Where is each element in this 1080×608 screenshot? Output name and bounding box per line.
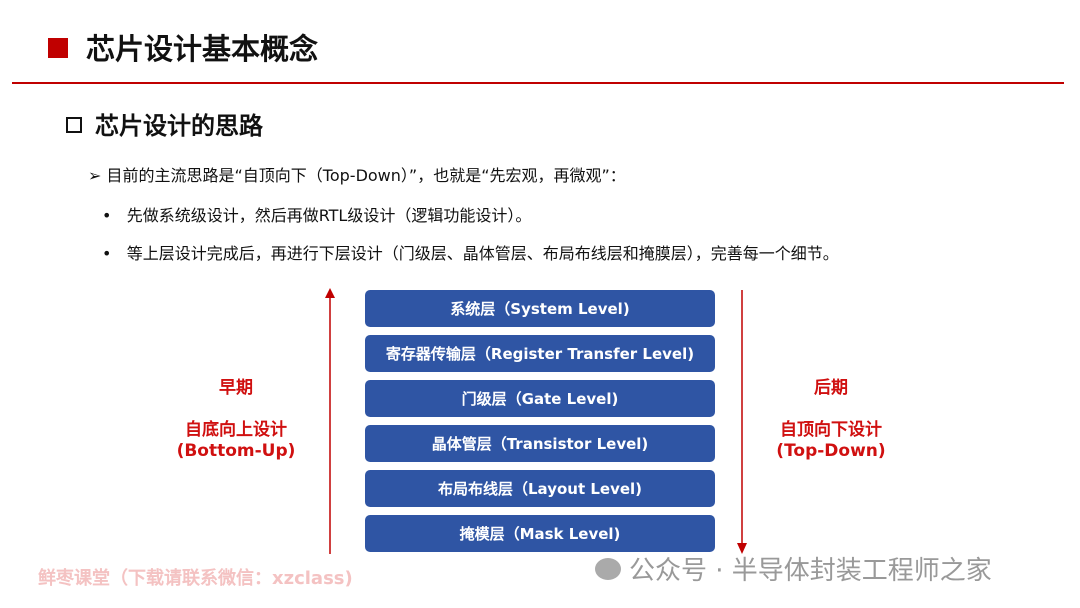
down-arrow-icon	[737, 290, 747, 554]
level-block: 布局布线层（Layout Level)	[365, 470, 715, 507]
level-block: 掩模层（Mask Level)	[365, 515, 715, 552]
left-period: 早期	[219, 378, 253, 398]
right-approach-en: (Top-Down)	[776, 441, 886, 461]
bullet-item: • 等上层设计完成后，再进行下层设计（门级层、晶体管层、布局布线层和掩膜层），完…	[102, 244, 839, 263]
subtitle-marker	[66, 117, 82, 133]
up-arrow-icon	[325, 288, 335, 554]
watermark-right-text: 公众号 · 半导体封装工程师之家	[629, 556, 992, 586]
bullet-text: 等上层设计完成后，再进行下层设计（门级层、晶体管层、布局布线层和掩膜层），完善每…	[126, 244, 839, 263]
level-block: 系统层（System Level)	[365, 290, 715, 327]
right-period: 后期	[814, 378, 848, 398]
level-block: 寄存器传输层（Register Transfer Level)	[365, 335, 715, 372]
bullet-text: 先做系统级设计，然后再做RTL级设计（逻辑功能设计）。	[126, 206, 532, 225]
arrow-bullet-icon: ➢	[88, 166, 107, 185]
bullet-item: • 先做系统级设计，然后再做RTL级设计（逻辑功能设计）。	[102, 206, 532, 225]
title-marker	[48, 38, 68, 58]
watermark-left: 鲜枣课堂（下载请联系微信：xzclass)	[38, 568, 353, 589]
level-block: 晶体管层（Transistor Level)	[365, 425, 715, 462]
right-approach: 自顶向下设计	[780, 420, 882, 440]
level-block: 门级层（Gate Level)	[365, 380, 715, 417]
section-title: 芯片设计的思路	[95, 112, 263, 140]
left-approach: 自底向上设计	[185, 420, 287, 440]
page-title: 芯片设计基本概念	[86, 32, 319, 66]
watermark-right: 公众号 · 半导体封装工程师之家	[595, 550, 992, 587]
intro-text: 目前的主流思路是“自顶向下（Top-Down）”，也就是“先宏观，再微观”：	[106, 166, 626, 185]
intro-line: ➢ 目前的主流思路是“自顶向下（Top-Down）”，也就是“先宏观，再微观”：	[88, 162, 626, 186]
title-divider	[12, 82, 1064, 84]
wechat-icon	[595, 557, 621, 580]
left-approach-en: (Bottom-Up)	[176, 441, 296, 461]
